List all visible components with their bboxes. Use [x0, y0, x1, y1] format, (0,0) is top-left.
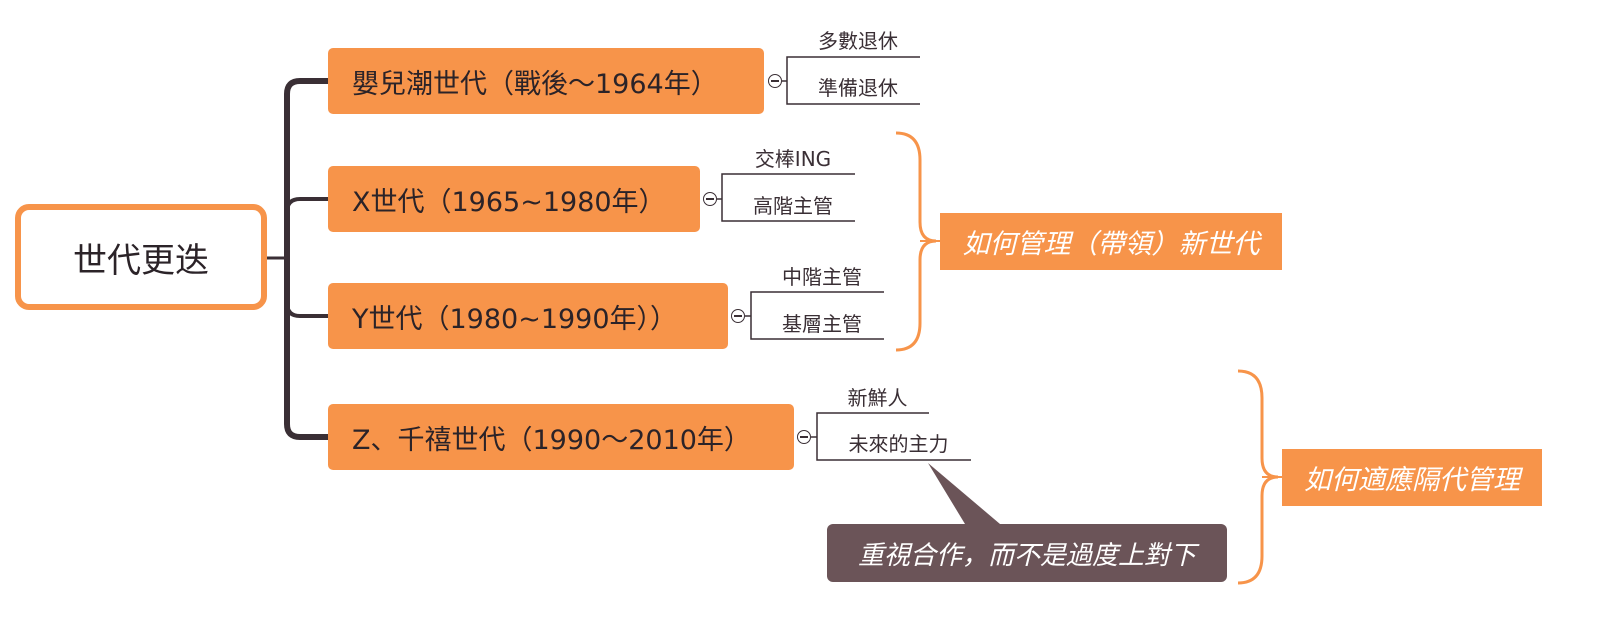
topic-label: 嬰兒潮世代（戰後～1964年）	[352, 68, 718, 100]
subtopic-frontline-manager[interactable]: 基層主管	[782, 312, 862, 336]
topic-gen-x[interactable]: X世代（1965~1980年）	[328, 166, 700, 232]
collapse-icon[interactable]	[768, 74, 782, 88]
subtopic-mostly-retired[interactable]: 多數退休	[818, 29, 898, 53]
subtopic-future-mainforce[interactable]: 未來的主力	[848, 432, 949, 456]
summary-adapt-cross-generation[interactable]: 如何適應隔代管理	[1282, 449, 1542, 506]
collapse-icon[interactable]	[731, 309, 745, 323]
callout-note[interactable]: 重視合作，而不是過度上對下	[827, 524, 1227, 582]
subtopic-senior-manager[interactable]: 高階主管	[753, 194, 833, 218]
subtopic-middle-manager[interactable]: 中階主管	[782, 265, 862, 289]
topic-gen-z[interactable]: Z、千禧世代（1990～2010年）	[328, 404, 794, 470]
root-topic[interactable]: 世代更迭	[15, 204, 267, 310]
topic-label: Z、千禧世代（1990～2010年）	[352, 424, 751, 456]
topic-gen-y[interactable]: Y世代（1980~1990年））	[328, 283, 728, 349]
summary-label: 如何管理（帶領）新世代	[962, 229, 1260, 260]
collapse-icon[interactable]	[797, 430, 811, 444]
topic-label: X世代（1965~1980年）	[352, 186, 666, 218]
collapse-icon[interactable]	[703, 192, 717, 206]
subtopic-newcomer[interactable]: 新鮮人	[847, 386, 908, 410]
topic-baby-boomers[interactable]: 嬰兒潮世代（戰後～1964年）	[328, 48, 764, 114]
root-topic-label: 世代更迭	[73, 240, 209, 281]
callout-label: 重視合作，而不是過度上對下	[857, 540, 1196, 571]
subtopic-preparing-retire[interactable]: 準備退休	[818, 76, 898, 100]
subtopic-handover[interactable]: 交棒ING	[754, 147, 832, 171]
summary-label: 如何適應隔代管理	[1304, 465, 1520, 496]
topic-label: Y世代（1980~1990年））	[352, 303, 678, 335]
summary-manage-new-generation[interactable]: 如何管理（帶領）新世代	[940, 213, 1282, 270]
